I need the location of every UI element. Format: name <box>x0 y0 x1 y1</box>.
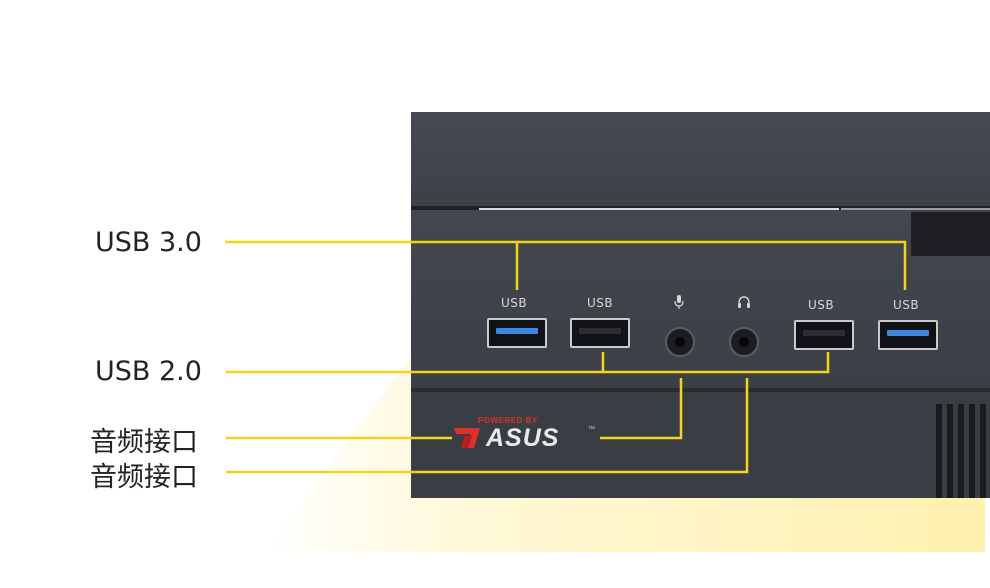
logo-brand: ASUS <box>486 424 560 452</box>
callout-audio-2: 音频接口 <box>90 462 198 493</box>
mic-jack[interactable] <box>665 327 695 357</box>
usb2-port-left[interactable] <box>570 318 630 348</box>
usb3-port-tongue <box>887 330 929 336</box>
usb2-callout-line <box>226 352 830 374</box>
io-panel <box>411 210 990 394</box>
usb3-port-tongue <box>496 328 538 334</box>
asus-logo: POWERED BY ASUS ™ <box>452 416 602 452</box>
usb2-port-tongue <box>803 330 845 336</box>
headphone-icon <box>738 296 750 308</box>
callout-audio-1: 音频接口 <box>90 427 198 458</box>
callout-usb2: USB 2.0 <box>95 356 202 387</box>
microphone-icon <box>674 295 684 309</box>
vent-grille <box>936 404 990 498</box>
usb-port-label-1: USB <box>501 296 528 310</box>
device-light-strip-right <box>841 208 990 211</box>
usb-port-label-4: USB <box>893 298 920 312</box>
usb3-port-left[interactable] <box>487 318 547 348</box>
usb2-port-tongue <box>579 328 621 334</box>
logo-trademark: ™ <box>588 426 595 433</box>
logo-tagline: POWERED BY <box>478 416 538 425</box>
callout-usb3: USB 3.0 <box>95 227 202 258</box>
device-dark-block <box>911 212 990 256</box>
device-bottom-panel <box>411 392 990 498</box>
device-light-strip <box>479 208 839 211</box>
usb3-port-right[interactable] <box>878 320 938 350</box>
device-top-cover <box>411 112 990 208</box>
usb3-callout-line <box>225 240 907 290</box>
audio-callout-line-1b <box>600 378 683 440</box>
device-lower-seam <box>411 388 990 392</box>
asus-logo-mark-icon <box>454 428 480 448</box>
usb-port-label-3: USB <box>808 298 835 312</box>
audio-callout-line-2 <box>226 378 749 474</box>
usb-port-label-2: USB <box>587 296 614 310</box>
usb2-port-right[interactable] <box>794 320 854 350</box>
headphone-jack[interactable] <box>729 327 759 357</box>
device-front-panel <box>411 112 990 498</box>
